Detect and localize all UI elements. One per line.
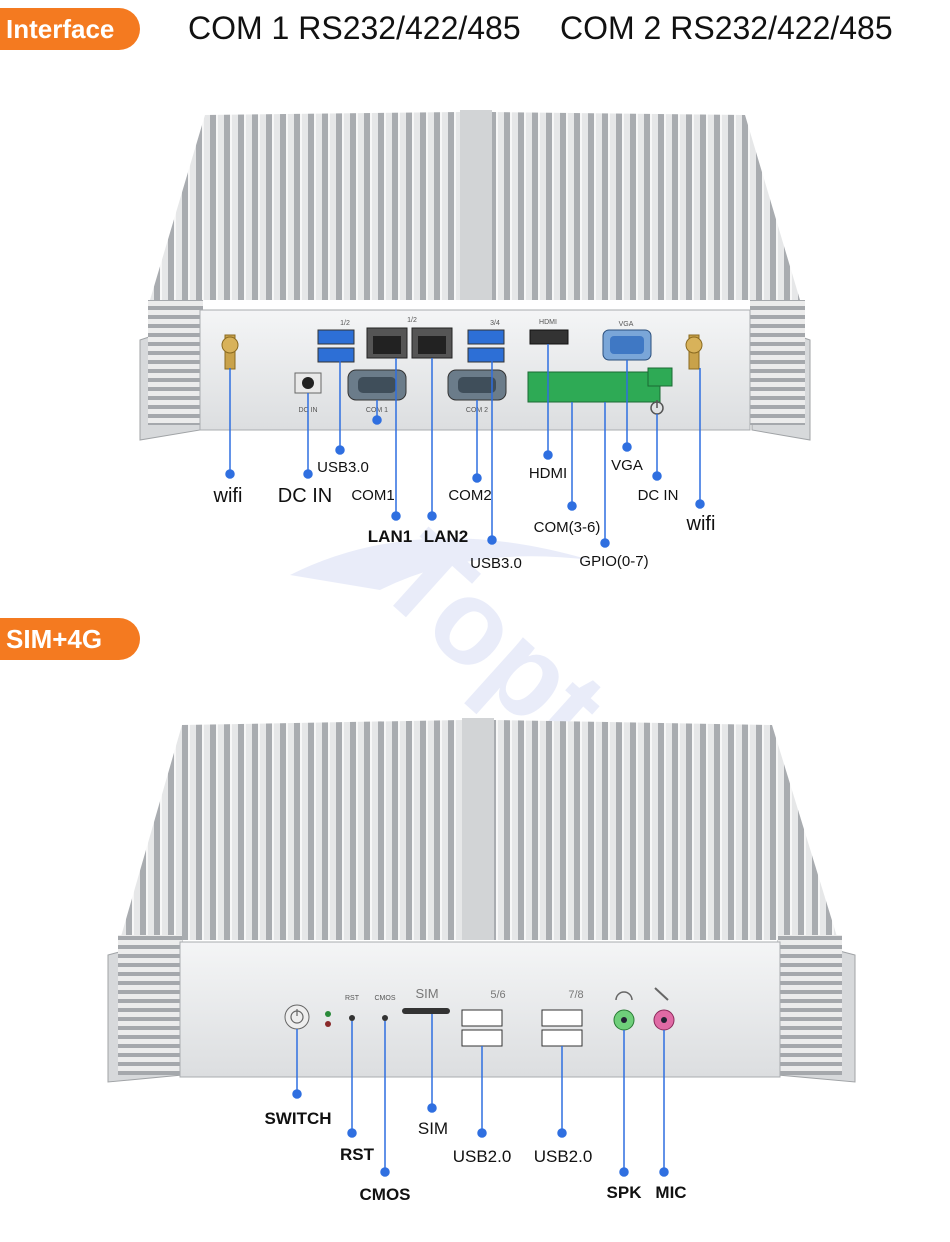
svg-text:CMOS: CMOS (375, 995, 396, 1002)
svg-text:1/2: 1/2 (407, 317, 417, 324)
headphone-icon (613, 991, 635, 1031)
vga-port: VGA (602, 321, 652, 361)
usb2-port-7-8: 7/8 (541, 989, 584, 1047)
usb3-port-1-2: 1/2 (317, 320, 355, 363)
callout-usb2-b: USB2.0 (534, 1147, 593, 1166)
callout-com1: COM1 (351, 487, 394, 504)
callout-usb3-right: USB3.0 (470, 555, 522, 572)
cmos-button: CMOS (375, 995, 396, 1021)
lan-ports: 1/2 (366, 317, 453, 359)
svg-text:1/2: 1/2 (340, 320, 350, 327)
svg-text:SIM: SIM (415, 986, 438, 1001)
interface-badge: Interface (0, 8, 140, 50)
callout-lan1: LAN1 (368, 527, 412, 546)
callout-wifi-right: wifi (686, 513, 716, 535)
callout-vga: VGA (611, 457, 643, 474)
callout-spk: SPK (607, 1183, 643, 1202)
back-ports: RST CMOS SIM 5/6 7/8 (284, 986, 675, 1047)
callout-sim: SIM (418, 1119, 448, 1138)
power-switch-icon (284, 1004, 310, 1030)
callout-rst: RST (340, 1145, 375, 1164)
front-callout-lines (225, 344, 705, 548)
callout-switch: SWITCH (264, 1109, 331, 1128)
com1-spec-heading: COM 1 RS232/422/485 (188, 10, 521, 46)
svg-text:RST: RST (345, 995, 360, 1002)
callout-mic: MIC (655, 1183, 686, 1202)
gpio-terminal-block (527, 367, 673, 403)
callout-usb3-left: USB3.0 (317, 459, 369, 476)
com1-db9-port: COM 1 (347, 369, 407, 414)
callout-usb2-a: USB2.0 (453, 1147, 512, 1166)
microphone-icon (653, 987, 675, 1031)
svg-text:HDMI: HDMI (539, 319, 557, 326)
hdmi-port: HDMI (529, 319, 569, 345)
rst-button: RST (345, 995, 360, 1021)
back-callout-lines (292, 1014, 669, 1177)
callout-wifi-left: wifi (213, 485, 243, 507)
sim-slot: SIM (402, 986, 450, 1014)
callout-cmos: CMOS (360, 1185, 411, 1204)
callout-com2: COM2 (448, 487, 491, 504)
callout-gpio: GPIO(0-7) (579, 553, 648, 570)
svg-text:7/8: 7/8 (568, 989, 583, 1001)
wifi-antenna-right-icon (685, 334, 703, 370)
callout-dc-in-left: DC IN (278, 485, 332, 507)
callout-lan2: LAN2 (424, 527, 468, 546)
front-ports: DC IN 1/2 1/2 COM 1 (221, 317, 703, 415)
callout-hdmi: HDMI (529, 465, 567, 482)
svg-text:3/4: 3/4 (490, 320, 500, 327)
com2-spec-heading: COM 2 RS232/422/485 (560, 10, 893, 46)
back-chassis (107, 718, 856, 1083)
usb3-port-3-4: 3/4 (467, 320, 505, 363)
callout-com3-6: COM(3-6) (534, 519, 601, 536)
callout-dc-in-right: DC IN (638, 487, 679, 504)
svg-text:5/6: 5/6 (490, 989, 505, 1001)
status-leds (325, 1011, 331, 1027)
svg-text:VGA: VGA (619, 321, 634, 328)
usb2-port-5-6: 5/6 (461, 989, 506, 1047)
sim-4g-badge: SIM+4G (0, 618, 140, 660)
